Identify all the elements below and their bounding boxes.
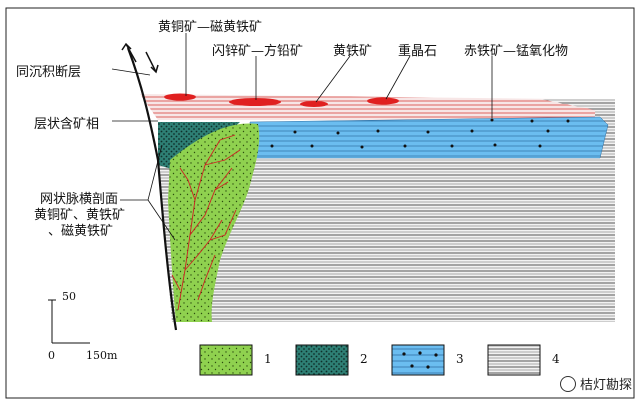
outer-border bbox=[5, 7, 635, 399]
stockwork-zone bbox=[168, 123, 260, 322]
label-chalcopyrite-pyrrhotite: 黄铜矿—磁黄铁矿 bbox=[158, 20, 263, 35]
watermark: 桔灯勘探 bbox=[559, 374, 632, 393]
legend-box-1 bbox=[199, 344, 253, 376]
fault-arrow-up bbox=[125, 43, 137, 63]
grey-top-right bbox=[540, 99, 615, 110]
fault-arrow-up-head bbox=[121, 42, 132, 51]
legend-num-1: 1 bbox=[264, 352, 272, 366]
label-stockwork-line1: 网状脉横剖面 bbox=[40, 192, 119, 207]
label-hematite-mn-oxide: 赤铁矿—锰氧化物 bbox=[464, 44, 569, 59]
label-stockwork-line2: 黄铜矿、黄铁矿 bbox=[34, 208, 126, 223]
legend-box-3 bbox=[391, 344, 445, 376]
ore-pod-sphalerite bbox=[229, 98, 281, 106]
label-barite: 重晶石 bbox=[398, 44, 438, 59]
legend-box-4 bbox=[487, 344, 541, 376]
legend-box-3-dots bbox=[402, 351, 438, 369]
label-pyrite: 黄铁矿 bbox=[333, 44, 373, 59]
scale-zero-label: 0 bbox=[48, 349, 55, 362]
label-syn-sedimentary-fault: 同沉积断层 bbox=[16, 65, 82, 80]
ore-pod-pyrite bbox=[300, 101, 328, 107]
stockwork-veins bbox=[171, 134, 241, 311]
legend-num-4: 4 bbox=[552, 352, 560, 366]
fault-line bbox=[126, 47, 178, 331]
label-stockwork-line3: 、磁黄铁矿 bbox=[48, 224, 114, 239]
scale-vertical-label: 50 bbox=[62, 290, 76, 303]
scale-bar bbox=[48, 299, 90, 344]
label-sphalerite-galena: 闪锌矿—方铅矿 bbox=[212, 44, 304, 59]
legend-num-3: 3 bbox=[456, 352, 464, 366]
ore-pod-barite bbox=[367, 97, 399, 105]
legend-box-2 bbox=[295, 344, 349, 376]
ore-pod-chalcopyrite bbox=[164, 93, 196, 101]
label-stratiform-ore-facies: 层状含矿相 bbox=[34, 117, 100, 132]
fault-arrow-down bbox=[145, 51, 157, 73]
legend-num-2: 2 bbox=[360, 352, 368, 366]
hematite-dots bbox=[270, 118, 570, 149]
host-rock-layer bbox=[158, 158, 615, 322]
watermark-text: 桔灯勘探 bbox=[579, 378, 632, 393]
scale-horizontal-label: 150m bbox=[86, 349, 118, 362]
hematite-layer bbox=[249, 116, 609, 159]
watermark-icon bbox=[559, 376, 576, 392]
fault-arrow-down-head bbox=[150, 64, 159, 74]
red-top-layer bbox=[140, 94, 595, 120]
leader-lines bbox=[111, 33, 493, 241]
